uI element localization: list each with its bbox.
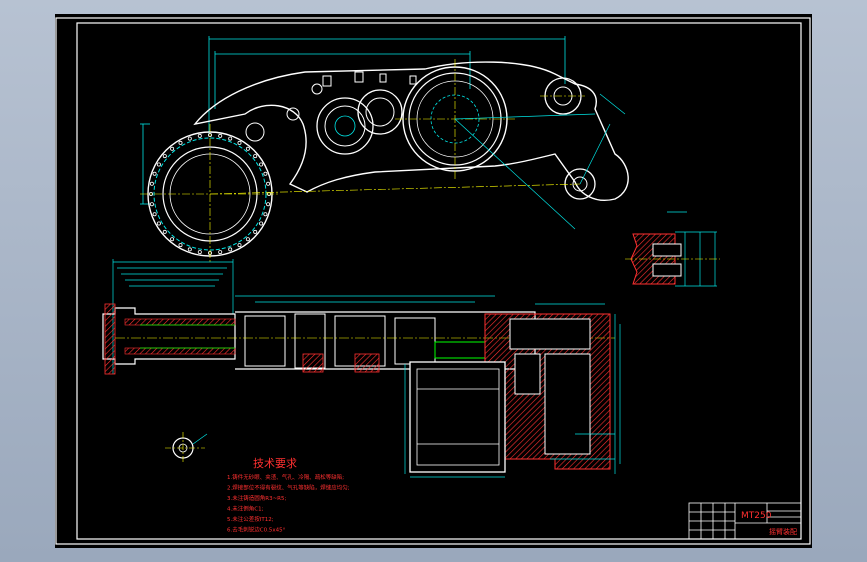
note-line: 4.未注倒角C1; (227, 505, 264, 513)
ring-bolt-hole (156, 162, 161, 167)
ring-bolt-hole (152, 212, 157, 217)
ring-bolt-hole (237, 140, 242, 145)
ring-bolt-hole (253, 229, 258, 234)
ring-bolt-hole (149, 191, 154, 196)
ring-bolt-hole (259, 162, 264, 167)
ring-bolt-hole (170, 146, 175, 151)
ring-bolt-hole (197, 250, 202, 255)
ring-bolt-hole (266, 181, 271, 186)
ring-bolt-hole (162, 154, 167, 159)
ring-bolt-hole (178, 140, 183, 145)
ring-bolt-hole (170, 237, 175, 242)
cad-drawing-sheet: 技术要求 1.铸件无砂眼、夹渣、气孔、冷隔、疏松等缺陷; 2.焊接部位不得有裂纹、… (55, 17, 811, 545)
rocker-arm-view (140, 36, 629, 264)
notes-title: 技术要求 (253, 457, 297, 470)
note-line: 1.铸件无砂眼、夹渣、气孔、冷隔、疏松等缺陷; (227, 473, 344, 481)
detail-section-view (625, 211, 720, 287)
ring-bolt-hole (149, 202, 154, 207)
ring-bolt-hole (266, 202, 271, 207)
ring-bolt-hole (207, 133, 212, 138)
title-block (688, 502, 802, 540)
ring-bolt-hole (152, 171, 157, 176)
note-line: 3.未注铸造圆角R3~R5; (227, 494, 286, 502)
ring-bolt-hole (149, 181, 154, 186)
ring-bolt-hole (228, 247, 233, 252)
ring-bolt-hole (187, 247, 192, 252)
ring-bolt-hole (156, 221, 161, 226)
note-line: 5.未注公差按IT12; (227, 515, 274, 523)
part-name: 摇臂装配 (769, 527, 797, 536)
ring-bolt-hole (245, 146, 250, 151)
note-line: 2.焊接部位不得有裂纹、气孔等缺陷，焊缝应均匀; (227, 484, 350, 492)
ring-bolt-hole (259, 221, 264, 226)
ring-bolt-hole (162, 229, 167, 234)
ring-bolt-hole (263, 212, 268, 217)
ring-bolt-hole (178, 243, 183, 248)
longitudinal-section-view (102, 259, 621, 478)
ring-bolt-hole (218, 250, 223, 255)
ring-bolt-hole (218, 133, 223, 138)
technical-notes: 技术要求 1.铸件无砂眼、夹渣、气孔、冷隔、疏松等缺陷; 2.焊接部位不得有裂纹、… (227, 457, 350, 534)
ring-bolt-hole (187, 136, 192, 141)
cad-viewport[interactable]: 技术要求 1.铸件无砂眼、夹渣、气孔、冷隔、疏松等缺陷; 2.焊接部位不得有裂纹、… (55, 14, 812, 548)
ring-bolt-hole (253, 154, 258, 159)
ring-bolt-hole (245, 237, 250, 242)
outer-frame (55, 17, 811, 545)
ring-bolt-hole (237, 243, 242, 248)
note-line: 6.去毛刺锐边C0.5x45° (227, 526, 286, 534)
inner-frame (76, 22, 802, 540)
drawing-code: MT250 (741, 511, 772, 521)
small-part-detail (165, 432, 208, 464)
ring-bolt-hole (197, 133, 202, 138)
ring-bolt-hole (263, 171, 268, 176)
ring-bolt-hole (228, 136, 233, 141)
